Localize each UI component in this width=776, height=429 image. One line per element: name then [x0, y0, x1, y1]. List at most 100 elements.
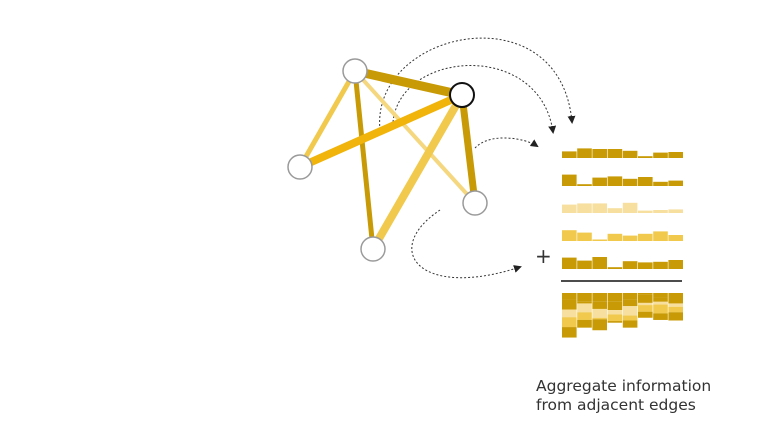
graph-edge: [297, 69, 358, 169]
feature-bar: [622, 202, 638, 213]
feature-bar: [577, 148, 592, 158]
aggregate-segment: [668, 293, 683, 299]
feature-bar: [607, 267, 623, 269]
aggregate-segment: [562, 299, 577, 310]
feature-bar: [653, 152, 668, 158]
aggregate-segment: [607, 301, 623, 311]
graph-node: [287, 154, 313, 180]
aggregate-segment: [592, 319, 607, 331]
feature-bar: [622, 178, 638, 186]
graph-node: [462, 190, 488, 216]
feature-bar: [668, 235, 683, 241]
caption-line-1: Aggregate information: [536, 377, 712, 395]
aggregate-segment: [607, 310, 623, 315]
plus-sign: +: [535, 244, 552, 268]
graph-node: [360, 236, 386, 262]
aggregate-segment: [607, 314, 623, 322]
feature-bar: [592, 239, 607, 241]
aggregate-segment: [592, 308, 607, 318]
feature-bar: [653, 210, 668, 213]
aggregate-segment: [668, 312, 683, 321]
graph-edge: [354, 66, 463, 100]
feature-bar: [577, 260, 592, 269]
graph-edge: [353, 69, 477, 205]
aggregate-segment: [577, 293, 592, 302]
feature-bar: [607, 149, 623, 158]
aggregate-segment: [668, 303, 683, 307]
graph-node: [342, 58, 368, 84]
feature-bar: [592, 257, 607, 269]
feature-bar: [622, 261, 638, 269]
arrow-to-row-2: [474, 137, 539, 149]
aggregate-segment: [577, 319, 592, 328]
feature-bar: [562, 230, 577, 241]
aggregate-segment: [562, 317, 577, 328]
aggregate-segment: [607, 293, 623, 302]
feature-bar: [607, 233, 623, 241]
aggregate-segment: [622, 306, 638, 316]
graph-nodes: [287, 58, 488, 262]
feature-bar: [653, 181, 668, 186]
aggregate-segment: [622, 293, 638, 300]
aggregate-segment: [638, 311, 653, 318]
aggregate-segment: [638, 294, 653, 303]
aggregate-segment: [638, 302, 653, 306]
edge-feature-rows: [562, 148, 683, 269]
aggregate-segment: [653, 297, 668, 302]
aggregate-segment: [592, 293, 607, 302]
arrow-to-row-1: [379, 37, 576, 131]
feature-bar: [638, 210, 653, 213]
arrow-to-row-5: [411, 209, 522, 279]
feature-bar: [592, 177, 607, 186]
feature-bar: [668, 152, 683, 158]
aggregate-segment: [653, 301, 668, 305]
caption-line-2: from adjacent edges: [536, 396, 696, 414]
aggregate-segment: [622, 315, 638, 321]
feature-bar: [592, 149, 607, 158]
feature-bar: [562, 204, 577, 213]
feature-bar: [668, 209, 683, 213]
aggregate-segment: [653, 304, 668, 314]
feature-bar: [653, 231, 668, 241]
feature-bar: [622, 150, 638, 158]
caption: Aggregate information from adjacent edge…: [536, 377, 766, 415]
feature-bar: [607, 208, 623, 213]
feature-bar: [638, 262, 653, 269]
feature-bar: [653, 261, 668, 269]
aggregate-segment: [653, 313, 668, 320]
aggregate-segment: [668, 298, 683, 304]
feature-bar: [622, 235, 638, 241]
aggregate-segment: [562, 309, 577, 318]
aggregate-segment: [577, 301, 592, 304]
feature-bar: [562, 174, 577, 186]
aggregate-segment: [562, 327, 577, 338]
aggregate-segment: [653, 293, 668, 298]
feature-bar: [577, 203, 592, 213]
aggregate-segment: [607, 321, 623, 323]
feature-bar: [668, 180, 683, 186]
feature-bar: [577, 184, 592, 186]
aggregate-segment: [668, 306, 683, 313]
graph-edge: [458, 94, 479, 204]
feature-bar: [592, 203, 607, 213]
graph-edges: [297, 66, 479, 252]
aggregate-segment: [577, 312, 592, 320]
aggregate-segment: [592, 317, 607, 320]
aggregate-segment: [622, 299, 638, 307]
feature-bar: [638, 177, 653, 186]
aggregation-arrows: [379, 37, 576, 279]
aggregate-segment: [638, 305, 653, 312]
arrow-to-row-1b: [392, 65, 557, 134]
aggregate-segment: [638, 293, 653, 295]
aggregate-segment: [577, 303, 592, 313]
feature-bar: [562, 151, 577, 158]
graph-edge: [369, 92, 466, 252]
aggregate-segment: [622, 320, 638, 328]
feature-bar: [638, 156, 653, 158]
highlighted-node: [449, 82, 475, 108]
aggregate-segment: [592, 301, 607, 309]
aggregated-result: [562, 293, 683, 338]
feature-bar: [668, 260, 683, 269]
feature-bar: [607, 176, 623, 186]
